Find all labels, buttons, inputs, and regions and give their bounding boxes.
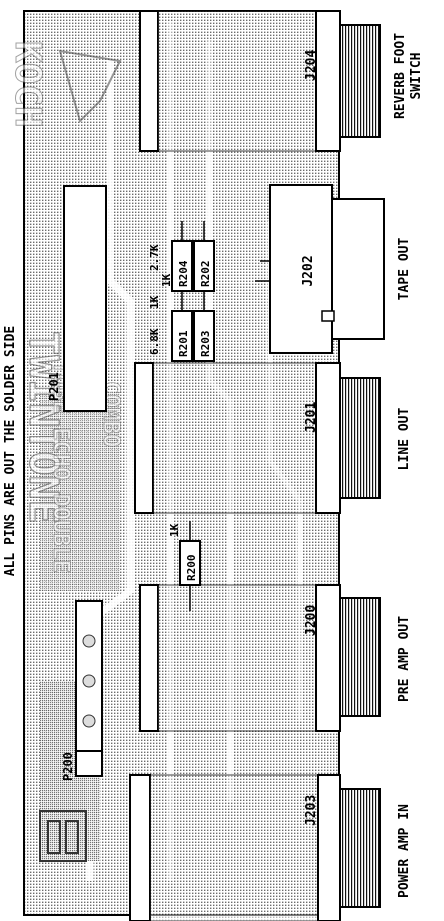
jack-label-power-amp-in: POWER AMP IN: [397, 804, 412, 898]
resistor-r201-ref: R201: [177, 330, 190, 357]
resistor-r203: R203 1K: [148, 295, 215, 362]
jack-label-line-out: LINE OUT: [397, 408, 412, 471]
jack-j201-ref: J201: [304, 402, 319, 433]
resistor-r201: R201 6.8K: [148, 310, 193, 362]
jack-label-reverb-foot: REVERB FOOT: [393, 33, 408, 119]
logo-text: KOCH: [7, 41, 48, 128]
connector-p200: P200: [61, 600, 103, 781]
resistor-r201-value: 6.8K: [148, 328, 161, 355]
board-model-text: TWINTONE: [20, 331, 66, 524]
jack-j201: J201: [134, 362, 381, 514]
page-title: ALL PINS ARE OUT THE SOLDER SIDE: [3, 326, 18, 576]
resistor-r202-ref: R202: [199, 261, 212, 288]
jack-j202: J202: [255, 184, 385, 354]
jack-label-pre-amp-out: PRE AMP OUT: [397, 616, 412, 702]
resistor-r203-ref: R203: [199, 331, 212, 358]
jack-j200: J200: [139, 584, 381, 732]
jack-label-tape-out: TAPE OUT: [397, 238, 412, 301]
resistor-r200: R200 1K: [168, 521, 201, 611]
jack-j202-ref: J202: [301, 255, 316, 286]
jack-j204-ref: J204: [304, 50, 319, 81]
jack-j203: J203: [129, 774, 381, 921]
resistor-r204-ref: R204: [177, 260, 190, 287]
resistor-r204-value: 1K: [160, 273, 173, 287]
resistor-r200-value: 1K: [168, 523, 181, 537]
small-logo-icon: [39, 810, 87, 862]
jack-j200-ref: J200: [304, 605, 319, 636]
resistor-r203-value: 1K: [148, 295, 161, 309]
resistor-r204: R204 1K: [160, 240, 193, 292]
resistor-r202: R202 2.7K: [148, 240, 215, 292]
resistor-r200-ref: R200: [185, 555, 198, 582]
connector-p201: P201: [47, 185, 107, 412]
jack-j203-ref: J203: [304, 795, 319, 826]
jack-label-switch: SWITCH: [409, 53, 424, 100]
connector-p201-label: P201: [47, 372, 61, 401]
board-logo: KOCH: [7, 41, 122, 128]
resistor-r202-value: 2.7K: [148, 244, 161, 271]
jack-j204: J204: [139, 10, 381, 152]
connector-p200-label: P200: [61, 752, 75, 781]
